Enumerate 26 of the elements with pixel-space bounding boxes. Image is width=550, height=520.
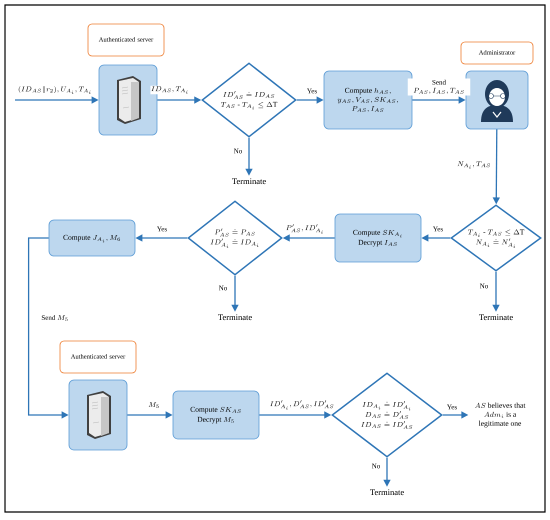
terminate-text: Terminate [370, 489, 404, 496]
edge-label: $\text{No}$ [218, 285, 228, 291]
edge-label: $\text{Yes}$ [432, 226, 444, 232]
terminate-text: Terminate [478, 314, 513, 320]
terminate-text: Terminate [218, 314, 252, 320]
process-box: $\begin{array}{c}\text{Compute } h_{AS},\\ y_{AS}, V_{AS}, SK_{AS},\\ P_{AS}, I_{AS}\end{array}$ [324, 70, 412, 130]
operator-box [466, 70, 528, 130]
edge-label: $(ID_{AS}\|r_2), U_{A_i}, T_{A_i}$ [17, 86, 93, 94]
edge-label: $\text{No}$ [233, 148, 243, 154]
edge-label: $P'_{AS}, ID'_{A_i}$ [285, 224, 325, 234]
edge-label: $ID_{AS}, T_{A_i}$ [150, 86, 190, 94]
process-box: $\text{Compute } J_{A_i}, M_6$ [48, 220, 136, 256]
terminate-text: Terminate [232, 178, 266, 184]
edge-label: $N_{A_i}, T_{AS}$ [456, 160, 492, 170]
result-text: $\begin{array}{c}AS\text{ believes that}\\ Adm_i\text{ is a}\\ \text{legitimate one}\end{array}$ [474, 402, 526, 428]
process-box: $\text{Compute } SK_{AS}$ $\text{Decrypt } M_5$ [172, 390, 260, 440]
process-box: $\text{Compute } SK_{A_i}$ $\text{Decrypt } I_{AS}$ [334, 214, 422, 262]
server-box [68, 380, 128, 450]
edge-label: $\text{No}$ [371, 463, 381, 469]
edge-label: $\text{Send } M_5$ [40, 314, 70, 322]
edge-label: $M_5$ [148, 402, 160, 408]
edge-label: $\begin{array}{c}\text{Send}\\ P_{AS}, I_{AS}, T_{AS}\end{array}$ [408, 78, 470, 96]
edge-label: $\text{No}$ [479, 283, 489, 289]
edge-label: $\text{Yes}$ [306, 88, 318, 94]
edge-label: $\text{Yes}$ [156, 226, 168, 232]
edge-label: $\text{Yes}$ [446, 404, 458, 410]
